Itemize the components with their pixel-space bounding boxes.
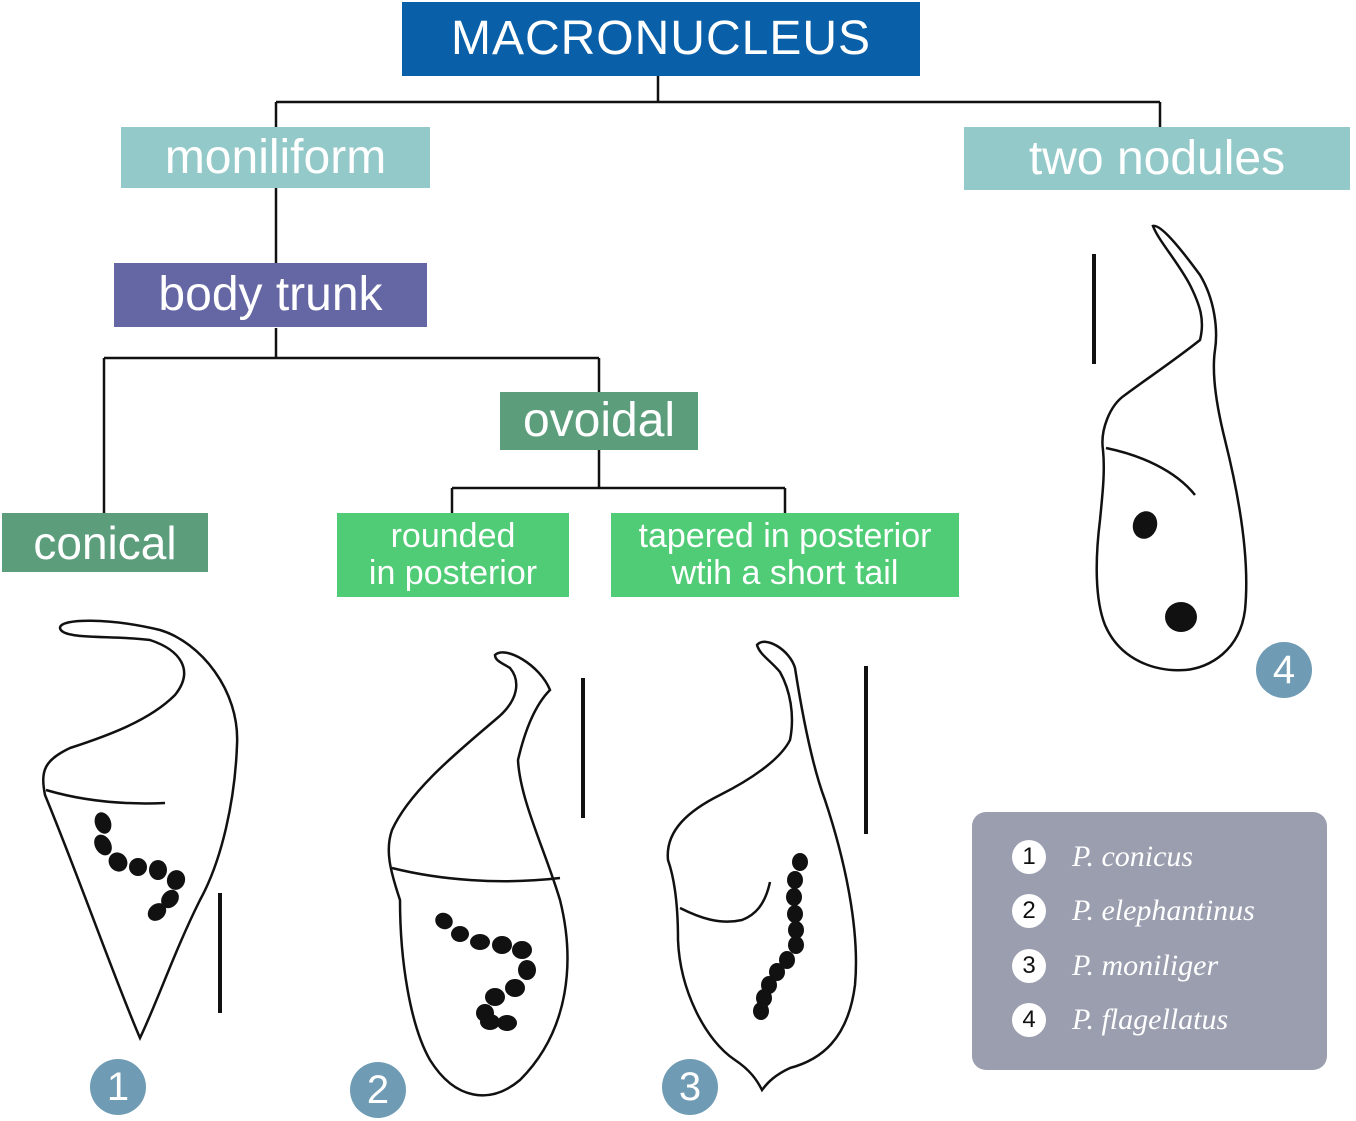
badge-4-text: 4 xyxy=(1272,647,1296,692)
legend-number: 2 xyxy=(1012,894,1046,928)
legend-item-4: 4 P. flagellatus xyxy=(1012,1003,1228,1037)
node-macronucleus: MACRONUCLEUS xyxy=(402,2,920,76)
macronucleus-moniliger xyxy=(753,853,808,1020)
node-conical-label: conical xyxy=(33,516,177,569)
macronucleus-elephantinus xyxy=(435,912,536,1031)
badge-3-text: 3 xyxy=(678,1064,702,1109)
cell-drawing-elephantinus xyxy=(387,651,569,1097)
node-body-trunk: body trunk xyxy=(114,263,427,327)
legend-item-3: 3 P. moniliger xyxy=(1012,949,1218,983)
species-legend: 1 P. conicus 2 P. elephantinus 3 P. moni… xyxy=(972,812,1327,1070)
macronucleus-flagellatus xyxy=(1132,511,1197,632)
node-macronucleus-label: MACRONUCLEUS xyxy=(450,12,872,65)
cell-drawing-conicus xyxy=(42,619,239,1042)
node-ovoidal: ovoidal xyxy=(500,392,698,450)
legend-species-name: P. conicus xyxy=(1072,840,1194,873)
cell-drawing-moniliger xyxy=(666,640,858,1093)
node-conical: conical xyxy=(2,513,208,572)
legend-number: 4 xyxy=(1012,1003,1046,1037)
badge-2: 2 xyxy=(350,1062,406,1118)
node-two-nodules: two nodules xyxy=(964,127,1350,190)
node-tapered-line-1: tapered in posterior xyxy=(638,516,932,555)
legend-species-name: P. moniliger xyxy=(1072,949,1219,982)
node-ovoidal-label: ovoidal xyxy=(522,394,676,447)
legend-number: 3 xyxy=(1012,949,1046,983)
node-body-trunk-label: body trunk xyxy=(158,268,383,321)
badge-4: 4 xyxy=(1256,642,1312,698)
connector-lines xyxy=(102,76,1162,513)
legend-number: 1 xyxy=(1012,840,1046,874)
cell-drawing-flagellatus xyxy=(1095,224,1248,672)
node-moniliform: moniliform xyxy=(121,127,430,188)
badge-1-text: 1 xyxy=(106,1064,130,1109)
node-moniliform-label: moniliform xyxy=(164,130,387,184)
macronucleus-conicus xyxy=(94,812,186,921)
node-rounded-line-2: in posterior xyxy=(368,554,538,592)
legend-species-name: P. flagellatus xyxy=(1072,1003,1229,1036)
node-two-nodules-label: two nodules xyxy=(1028,131,1286,185)
legend-item-2: 2 P. elephantinus xyxy=(1012,894,1255,928)
node-rounded-in-posterior: rounded in posterior xyxy=(337,513,569,597)
node-rounded-line-1: rounded xyxy=(390,516,516,555)
badge-1: 1 xyxy=(90,1059,146,1115)
badge-2-text: 2 xyxy=(366,1067,390,1112)
badge-3: 3 xyxy=(662,1059,718,1115)
legend-species-name: P. elephantinus xyxy=(1072,894,1255,927)
legend-item-1: 1 P. conicus xyxy=(1012,840,1193,874)
node-tapered-line-2: wtih a short tail xyxy=(671,554,899,592)
node-tapered-in-posterior: tapered in posterior wtih a short tail xyxy=(611,513,959,597)
